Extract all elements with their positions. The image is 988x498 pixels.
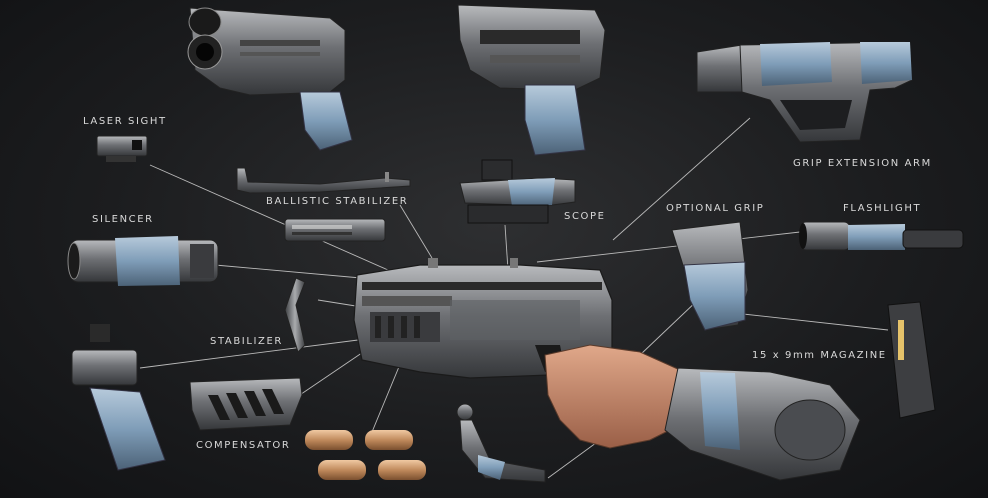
optional-grip <box>671 221 749 331</box>
flashlight <box>799 221 964 251</box>
extension-arm-part <box>456 403 546 483</box>
barrel-part <box>284 218 386 242</box>
label-magazine: 15 x 9mm MAGAZINE <box>752 350 887 361</box>
label-silencer: SILENCER <box>92 214 154 225</box>
silencer <box>67 236 219 286</box>
label-ballistic-stabilizer: BALLISTIC STABILIZER <box>266 196 409 207</box>
label-laser-sight: LASER SIGHT <box>83 116 167 127</box>
label-compensator: COMPENSATOR <box>196 440 291 451</box>
ballistic-stabilizer <box>236 167 411 194</box>
pistol-front-view <box>187 7 353 151</box>
leader-lines <box>139 117 889 479</box>
label-scope: SCOPE <box>564 211 606 222</box>
label-optional-grip: OPTIONAL GRIP <box>666 203 765 214</box>
compensator <box>189 377 303 431</box>
grip-extension-arm <box>696 41 913 143</box>
scope <box>459 159 576 224</box>
pistol-back-view <box>457 4 606 156</box>
magazine <box>887 301 936 419</box>
ammo-rounds <box>305 430 426 480</box>
vertical-grip-lower-left <box>71 324 166 471</box>
main-pistol-body <box>353 258 613 379</box>
label-flashlight: FLASHLIGHT <box>843 203 922 214</box>
label-grip-extension-arm: GRIP EXTENSION ARM <box>793 158 932 169</box>
laser-sight <box>96 135 148 162</box>
stabilizer <box>284 277 306 353</box>
hand-and-arm <box>544 344 861 481</box>
label-stabilizer: STABILIZER <box>210 336 283 347</box>
